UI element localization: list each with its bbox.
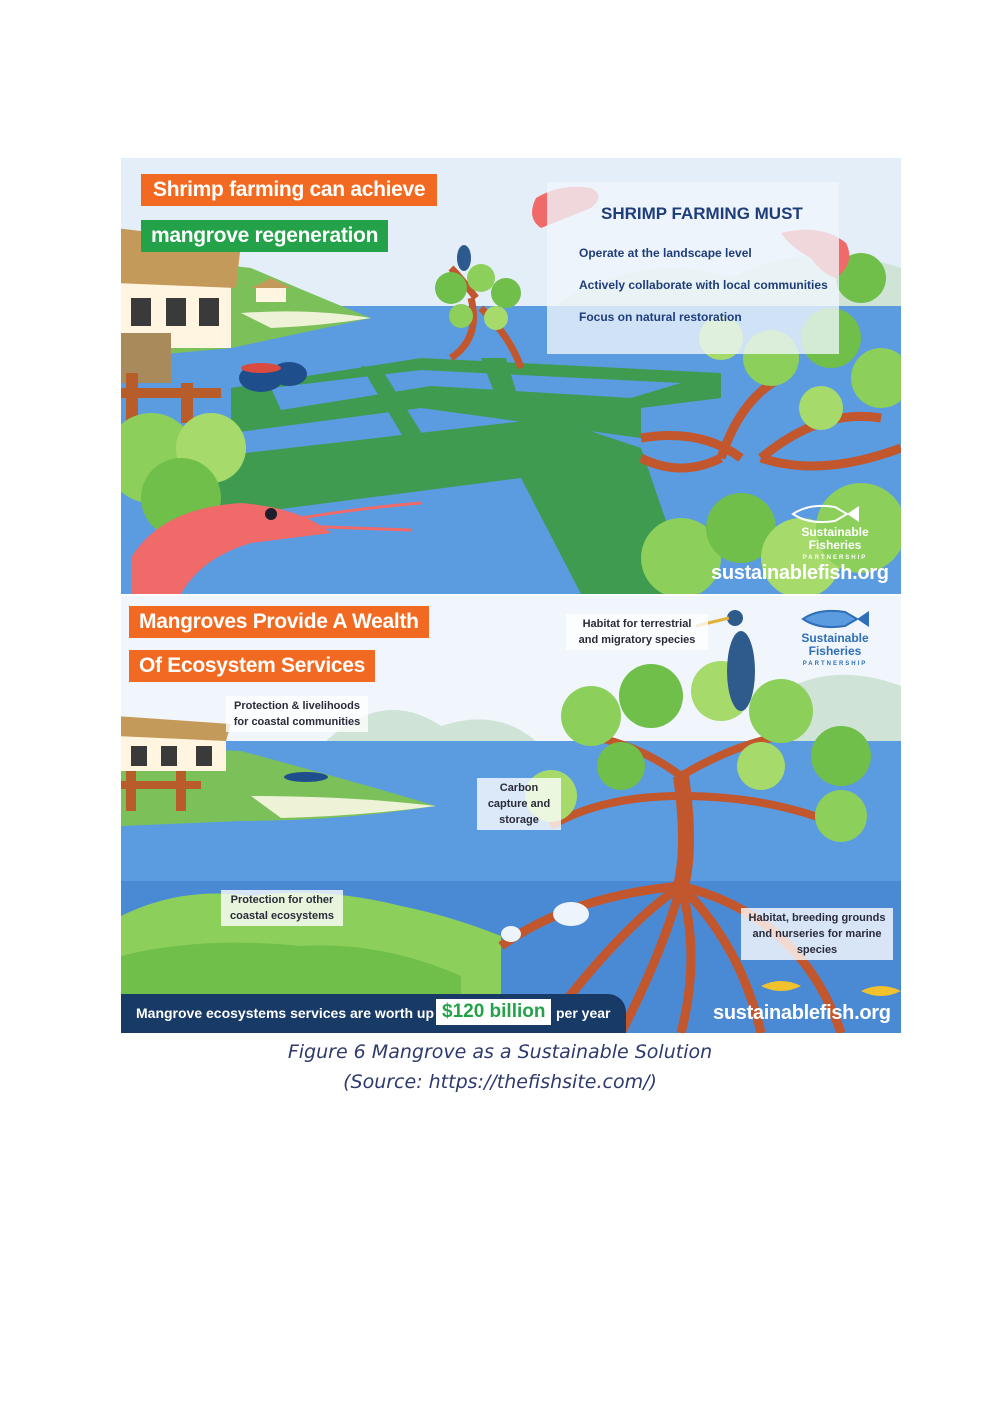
headline-line-2: Of Ecosystem Services xyxy=(129,650,376,682)
figure-caption: Figure 6 Mangrove as a Sustainable Solut… xyxy=(287,1041,713,1063)
label-carbon-capture: Carbon capture and storage xyxy=(477,778,561,830)
label-habitat-terrestrial: Habitat for terrestrial and migratory sp… xyxy=(566,614,708,650)
logo-block: Sustainable Fisheries PARTNERSHIP xyxy=(775,632,895,671)
headline-line-1: Shrimp farming can achieve xyxy=(141,174,438,206)
label-protection-livelihoods: Protection & livelihoods for coastal com… xyxy=(226,696,368,732)
must-title: SHRIMP FARMING MUST xyxy=(601,204,803,223)
headline-line-2: mangrove regeneration xyxy=(141,220,389,252)
value-banner: Mangrove ecosystems services are worth u… xyxy=(121,994,626,1033)
figure-source: (Source: https://thefishsite.com/) xyxy=(343,1071,657,1093)
must-item: Focus on natural restoration xyxy=(579,310,742,324)
headline-line-1: Mangroves Provide A Wealth xyxy=(129,606,429,638)
logo-sub: PARTNERSHIP xyxy=(802,555,868,561)
banner-value: $120 billion xyxy=(436,999,552,1025)
banner-suffix: per year xyxy=(556,1005,611,1021)
logo-name: Sustainable Fisheries xyxy=(801,631,869,658)
banner-prefix: Mangrove ecosystems services are worth u… xyxy=(136,1005,452,1021)
label-habitat-marine: Habitat, breeding grounds and nurseries … xyxy=(741,908,893,960)
ecosystem-services-infographic: Mangroves Provide A Wealth Of Ecosystem … xyxy=(121,596,901,1033)
must-item: Operate at the landscape level xyxy=(579,246,752,260)
logo-block: Sustainable Fisheries PARTNERSHIP xyxy=(775,526,895,565)
logo-sub: PARTNERSHIP xyxy=(802,661,868,667)
website-url: sustainablefish.org xyxy=(711,562,889,584)
logo-name: Sustainable Fisheries xyxy=(801,525,869,552)
shrimp-farming-infographic: Shrimp farming can achieve mangrove rege… xyxy=(121,158,901,594)
must-item: Actively collaborate with local communit… xyxy=(579,278,828,292)
shrimp-farming-must-box: SHRIMP FARMING MUST Operate at the lands… xyxy=(547,182,839,354)
website-url: sustainablefish.org xyxy=(713,1002,891,1024)
label-protection-other: Protection for other coastal ecosystems xyxy=(221,890,343,926)
